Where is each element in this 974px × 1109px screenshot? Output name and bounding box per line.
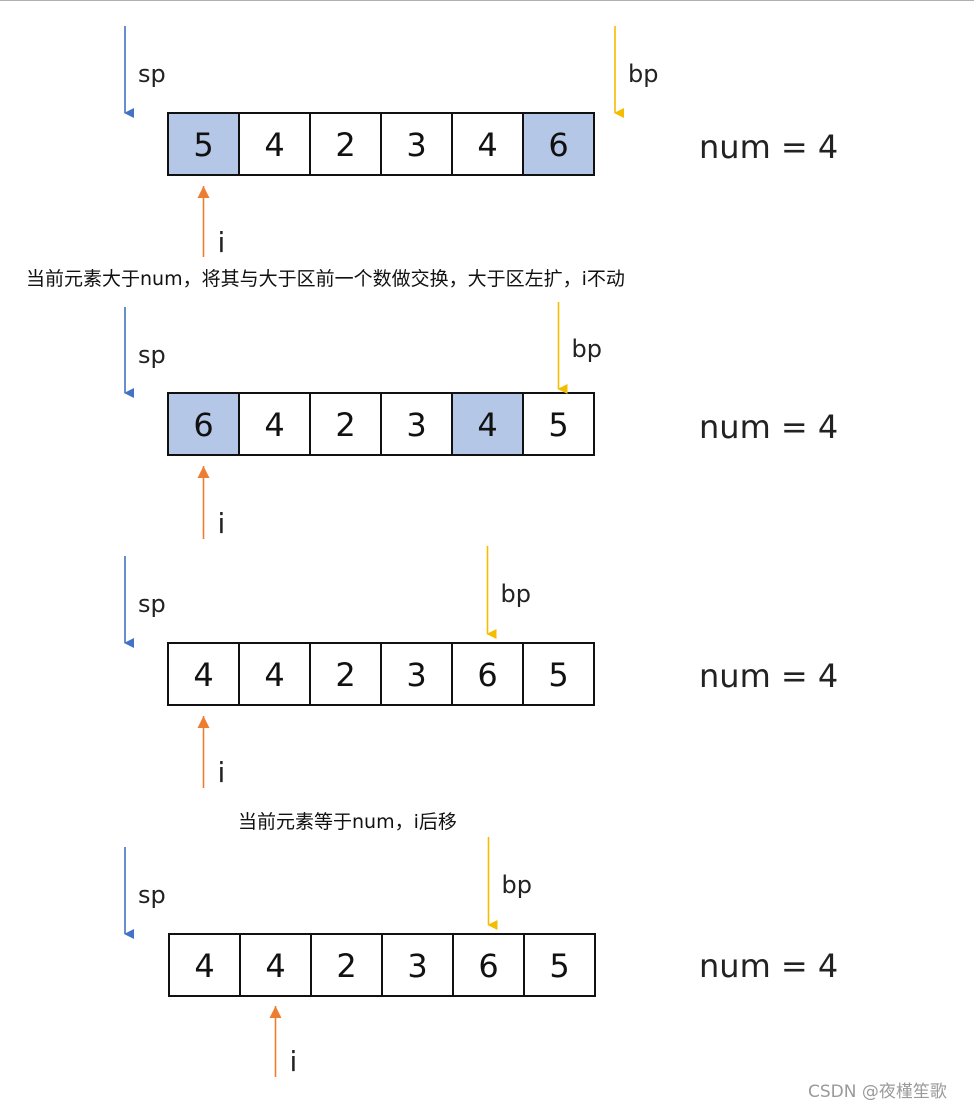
array-cell: [167, 112, 240, 176]
cell-value: 4: [264, 126, 284, 164]
cell-value: 6: [477, 656, 497, 694]
cell-value: 4: [264, 406, 284, 444]
array-cell: [238, 112, 311, 176]
cell-value: 5: [193, 126, 213, 164]
num-label: num = 4: [699, 408, 838, 446]
step-4: 4 4 2 3 6 5 sp bp i num = 4: [124, 837, 838, 1078]
i-arrow-head: [197, 466, 210, 478]
num-label: num = 4: [699, 947, 838, 985]
top-border-line: [0, 0, 974, 1]
cell-value: 2: [336, 947, 356, 985]
bp-label: bp: [501, 580, 531, 608]
num-label: num = 4: [699, 657, 838, 695]
sp-label: sp: [138, 881, 166, 909]
cell-value: 2: [335, 656, 355, 694]
array-cell: [452, 933, 525, 997]
caption-greater-than: 当前元素大于num，将其与大于区前一个数做交换，大于区左扩，i不动: [26, 268, 625, 290]
i-label: i: [218, 226, 226, 259]
cell-value: 6: [193, 406, 213, 444]
cell-value: 3: [406, 406, 426, 444]
cell-value: 5: [549, 947, 569, 985]
i-label: i: [218, 756, 226, 789]
array-cell: [238, 642, 311, 706]
watermark: CSDN @夜槿笙歌: [808, 1082, 947, 1102]
cell-value: 4: [265, 947, 285, 985]
step-2: 6 4 2 3 4 5 sp bp i num = 4: [124, 302, 838, 540]
sp-label: sp: [138, 341, 166, 369]
i-arrow-head: [269, 1006, 282, 1018]
cell-value: 4: [264, 656, 284, 694]
step-1: 5 4 2 3 4 6 sp bp i num = 4: [124, 26, 838, 259]
cell-value: 2: [335, 126, 355, 164]
cell-value: 6: [478, 947, 498, 985]
bp-label: bp: [628, 60, 658, 88]
array-cell: [451, 392, 524, 456]
cell-value: 4: [194, 947, 214, 985]
cell-value: 6: [548, 126, 568, 164]
array-cell: [522, 642, 595, 706]
array-cell: [168, 933, 241, 997]
cell-value: 4: [477, 126, 497, 164]
array-cell: [523, 933, 596, 997]
cell-value: 3: [406, 126, 426, 164]
array-cell: [309, 392, 382, 456]
array-cell: [380, 112, 453, 176]
cell-value: 2: [335, 406, 355, 444]
array-cell: [380, 642, 453, 706]
cell-value: 3: [406, 656, 426, 694]
bp-label: bp: [572, 335, 602, 363]
array-cell: [310, 933, 383, 997]
i-arrow-head: [197, 716, 210, 728]
sp-label: sp: [138, 60, 166, 88]
cell-value: 5: [548, 656, 568, 694]
array-cell: [239, 933, 312, 997]
step-3: 4 4 2 3 6 5 sp bp i num = 4: [124, 546, 838, 789]
cell-value: 3: [407, 947, 427, 985]
bp-label: bp: [502, 871, 532, 899]
array-cell: [522, 112, 595, 176]
num-label: num = 4: [699, 128, 838, 166]
caption-equal: 当前元素等于num，i后移: [238, 811, 457, 833]
i-arrow-head: [197, 186, 210, 198]
i-label: i: [218, 507, 226, 540]
array-cell: [309, 642, 382, 706]
sp-label: sp: [138, 590, 166, 618]
array-cell: [167, 642, 240, 706]
array-cell: [167, 392, 240, 456]
array-cell: [451, 112, 524, 176]
array-cell: [381, 933, 454, 997]
cell-value: 4: [477, 406, 497, 444]
array-cell: [522, 392, 595, 456]
i-label: i: [290, 1045, 298, 1078]
cell-value: 4: [193, 656, 213, 694]
cell-value: 5: [548, 406, 568, 444]
array-cell: [238, 392, 311, 456]
steps-layer: 5 4 2 3 4 6 sp bp i num = 4 6 4 2 3 4 5 sp bp i num = 4 4 4 2 3…: [124, 26, 838, 1078]
